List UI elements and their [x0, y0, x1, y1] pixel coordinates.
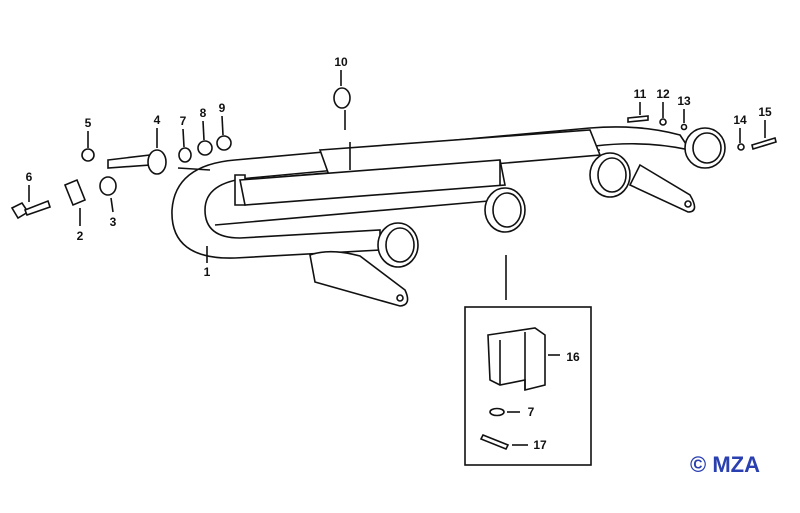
label-14: 14 [733, 113, 747, 127]
tube-clamps [377, 127, 726, 268]
label-10: 10 [334, 55, 348, 69]
label-7-inset: 7 [528, 405, 535, 419]
label-3: 3 [110, 215, 117, 229]
label-2: 2 [77, 229, 84, 243]
label-6: 6 [26, 170, 33, 184]
label-17: 17 [533, 438, 547, 452]
label-8: 8 [200, 106, 207, 120]
label-11: 11 [634, 87, 647, 101]
hardware-parts [10, 87, 777, 300]
label-1: 1 [204, 265, 211, 279]
label-5: 5 [85, 116, 92, 130]
part-labels: 1 2 3 4 5 6 7 8 9 10 11 12 13 14 15 16 7… [26, 55, 772, 452]
label-7: 7 [180, 114, 187, 128]
label-13: 13 [677, 94, 691, 108]
rack-frame [171, 126, 696, 307]
label-4: 4 [154, 113, 161, 127]
inset-detail [464, 306, 592, 466]
label-16: 16 [566, 350, 580, 364]
copyright-mark: © MZA [690, 452, 760, 477]
leader-lines [28, 70, 766, 263]
label-9: 9 [219, 101, 226, 115]
label-12: 12 [656, 87, 670, 101]
label-15: 15 [758, 105, 772, 119]
